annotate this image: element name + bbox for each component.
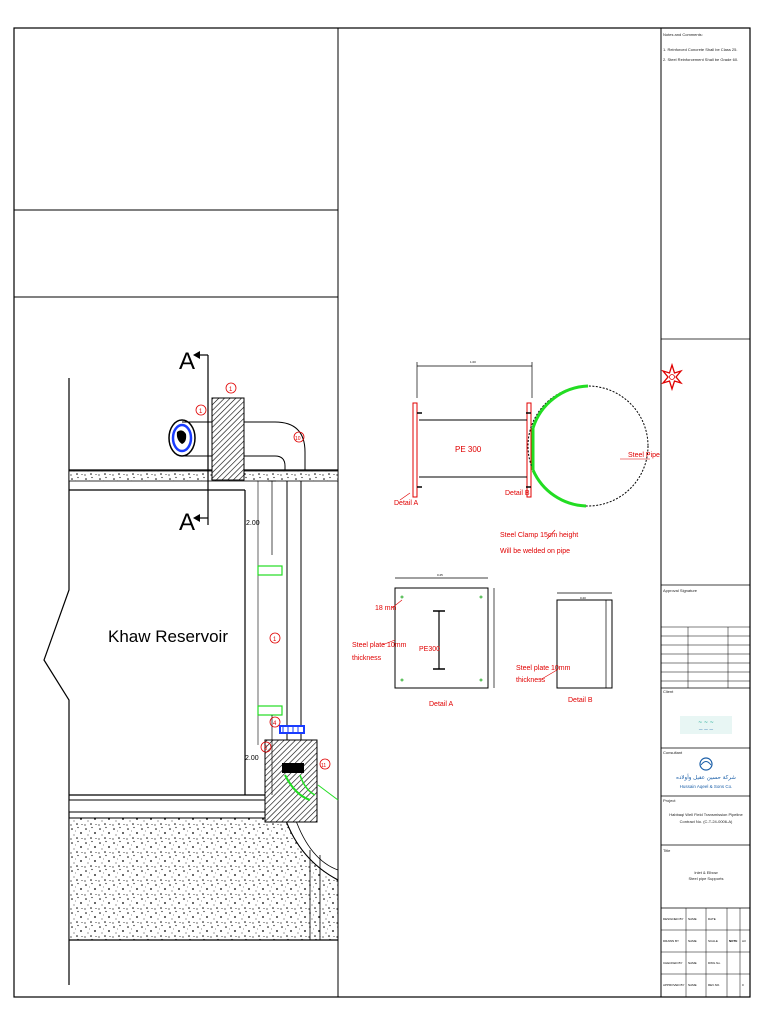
svg-text:DRAWN BY: DRAWN BY: [663, 939, 679, 943]
detail-b-plate-2: thickness: [516, 677, 546, 684]
detail-a-section: PE300: [419, 646, 440, 653]
svg-text:DESIGNED BY: DESIGNED BY: [663, 917, 684, 921]
detail-b-ref: Detail B: [505, 490, 530, 497]
section-arrow-top-icon: [193, 351, 200, 359]
svg-text:— — —: — — —: [699, 727, 714, 732]
reservoir-section: Khaw Reservoir A A: [43, 348, 339, 985]
svg-text:NAME: NAME: [688, 983, 697, 987]
client-label: Client: [663, 689, 674, 694]
company-logo: شركة حسين عقيل وأولاده Hussain Aqeel & S…: [676, 757, 736, 789]
svg-text:APPROVED BY: APPROVED BY: [663, 983, 685, 987]
company-english: Hussain Aqeel & Sons Co.: [680, 784, 733, 789]
project-label: Project: [663, 798, 676, 803]
section-arrow-bottom-icon: [193, 514, 200, 522]
company-arabic: شركة حسين عقيل وأولاده: [676, 773, 736, 781]
svg-text:~ ~ ~: ~ ~ ~: [698, 720, 714, 726]
detail-a-plate-1: Steel plate 10mm: [352, 642, 407, 649]
svg-text:A3: A3: [742, 939, 746, 943]
svg-text:NOTE: NOTE: [729, 939, 737, 943]
svg-text:SCALE: SCALE: [708, 939, 718, 943]
svg-text:REV.NO.: REV.NO.: [708, 983, 720, 987]
note-1: 1. Reinforced Concrete Shall be Class 25…: [663, 47, 737, 52]
detail-b-drawing: 0.20 Steel plate 10mm thickness Detail B: [516, 592, 613, 704]
svg-text:CHECKED BY: CHECKED BY: [663, 961, 683, 965]
section-mark-bottom: A: [179, 509, 195, 536]
dim-lower: 2.00: [245, 755, 259, 762]
clamp-note-1: Steel Clamp 15cm height: [500, 532, 578, 539]
callout-3: 10: [295, 436, 301, 442]
detail-a-hole: 18 mm: [375, 605, 397, 612]
callout-4: 1: [273, 637, 277, 643]
title-block: [660, 28, 750, 997]
svg-text:DWG No.: DWG No.: [708, 961, 721, 965]
svg-text:NAME: NAME: [688, 939, 697, 943]
detail-a-caption: Detail A: [429, 701, 453, 708]
svg-text:0.25: 0.25: [437, 573, 443, 577]
support-clamp-upper: [257, 565, 283, 576]
callout-1: 1: [199, 409, 203, 415]
callout-5: 4: [273, 721, 277, 727]
callout-6: 5: [264, 746, 268, 752]
support-clamp-lower: [257, 705, 283, 716]
svg-text:NAME: NAME: [688, 961, 697, 965]
client-logo: ~ ~ ~ — — —: [680, 716, 732, 734]
svg-text:0.20: 0.20: [580, 596, 586, 600]
detail-a-drawing: 0.25 PE300 18 mm Steel plate 10mm thickn…: [352, 573, 495, 708]
callout-2: 1: [229, 387, 233, 393]
approval-label: Approval Signature: [663, 588, 698, 593]
svg-text:NAME: NAME: [688, 917, 697, 921]
detail-a-ref: Detail A: [394, 500, 418, 507]
project-name: Habbaqi Well Field Transmission Pipeline: [669, 812, 743, 817]
title-line-1: Inlet & Elbow: [694, 870, 717, 875]
detail-b-plate-1: Steel plate 10mm: [516, 665, 571, 672]
sheet-border: [13, 27, 751, 998]
notes-heading: Notes and Comments:: [663, 32, 703, 37]
svg-text:DATE: DATE: [708, 917, 716, 921]
pipe-label: PE 300: [455, 445, 482, 454]
project-contract: Contract No. (C-T-24-0006-A): [680, 819, 733, 824]
steel-pipe-label: Steel Pipe: [628, 452, 660, 459]
section-mark-top: A: [179, 348, 195, 375]
consultant-label: Consultant: [663, 750, 683, 755]
signoff-table: DESIGNED BY NAME DATE DRAWN BY NAME SCAL…: [663, 917, 746, 987]
title-line-2: Steel pipe Supports: [689, 876, 724, 881]
clamp-note-2: Will be welded on pipe: [500, 548, 570, 555]
detail-a-plate-2: thickness: [352, 655, 382, 662]
title-label: Title: [663, 848, 671, 853]
detail-b-caption: Detail B: [568, 697, 593, 704]
north-arrow-icon: [661, 362, 683, 392]
dim-upper: 2.00: [246, 520, 260, 527]
note-2: 2. Steel Reinforcement Shall be Grade 60…: [663, 57, 738, 62]
svg-text:0: 0: [742, 983, 744, 987]
reservoir-label: Khaw Reservoir: [108, 627, 228, 646]
pipe-elevation: 1.00 PE 300 Steel Pipe Detail A Detail B…: [394, 360, 660, 555]
callout-7: 11: [321, 763, 326, 769]
svg-text:1.00: 1.00: [470, 360, 476, 364]
bottom-flange-icon: [279, 725, 305, 734]
